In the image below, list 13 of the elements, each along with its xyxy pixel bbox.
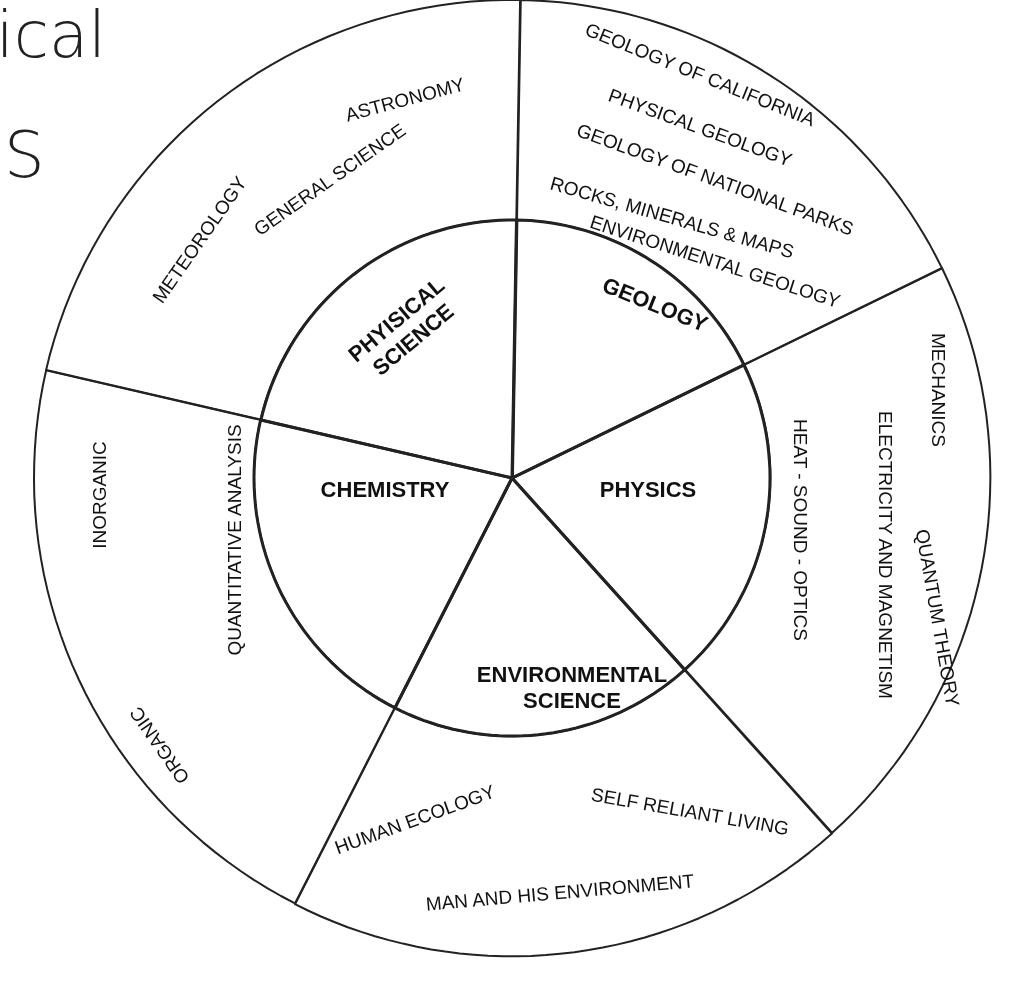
course-label: INORGANIC [89,441,111,549]
course-label: HEAT - SOUND - OPTICS [789,418,811,641]
course-label: MECHANICS [927,333,949,447]
heading-fragment: S [4,118,45,192]
course-label: ELECTRICITY AND MAGNETISM [874,411,896,699]
course-label: MAN AND HIS ENVIRONMENT [424,870,696,916]
subject-label: ENVIRONMENTAL SCIENCE [475,662,669,714]
course-label: SELF RELIANT LIVING [589,783,791,841]
subject-label: CHEMISTRY [320,477,450,503]
course-label: QUANTITATIVE ANALYSIS [224,424,246,656]
course-label: QUANTUM THEORY [910,527,964,709]
heading-fragment: ical [0,0,106,72]
subject-label: PHYSICS [599,477,697,503]
